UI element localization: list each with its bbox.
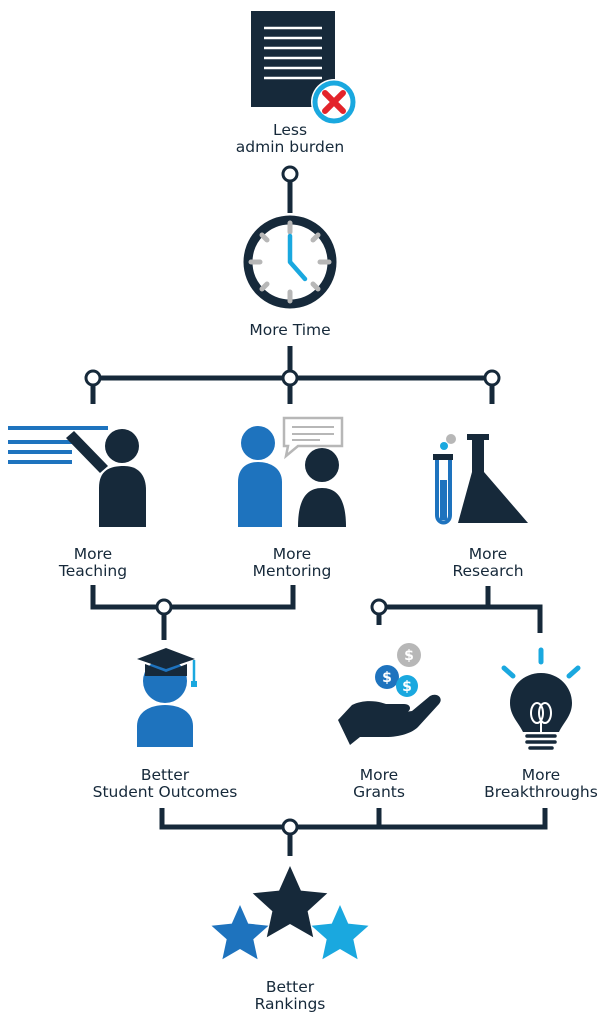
node-circle bbox=[281, 165, 299, 183]
teacher-whiteboard-icon bbox=[8, 426, 146, 527]
document-cancel-icon bbox=[251, 11, 357, 125]
lab-flask-icon bbox=[433, 434, 528, 525]
mentor-chat-icon bbox=[238, 416, 346, 527]
lightbulb-icon bbox=[501, 647, 581, 750]
hand-coins-icon: $ $ $ bbox=[338, 643, 441, 745]
label-teaching: More Teaching bbox=[58, 545, 128, 580]
label-breakthroughs: More Breakthroughs bbox=[484, 766, 598, 801]
label-research: More Research bbox=[452, 545, 524, 580]
connector-nodes bbox=[84, 165, 501, 836]
node-circle bbox=[281, 369, 299, 387]
connector-teach-mentor bbox=[90, 585, 296, 610]
node-circle bbox=[370, 598, 388, 616]
label-time: More Time bbox=[249, 321, 331, 339]
label-admin: Less admin burden bbox=[235, 121, 345, 156]
svg-text:$: $ bbox=[382, 670, 392, 686]
connector-bottom bbox=[159, 808, 548, 830]
connector-research-bar bbox=[379, 604, 543, 633]
node-circle bbox=[84, 369, 102, 387]
stars-icon bbox=[211, 866, 369, 960]
svg-text:$: $ bbox=[404, 648, 414, 664]
label-rankings: Better Rankings bbox=[254, 978, 326, 1013]
node-circle bbox=[281, 818, 299, 836]
node-circle bbox=[155, 598, 173, 616]
svg-text:$: $ bbox=[402, 679, 412, 695]
label-outcomes: Better Student Outcomes bbox=[92, 766, 238, 801]
node-circle bbox=[483, 369, 501, 387]
label-grants: More Grants bbox=[353, 766, 405, 801]
graduate-icon bbox=[137, 648, 197, 747]
clock-icon bbox=[243, 215, 337, 309]
label-mentoring: More Mentoring bbox=[252, 545, 332, 580]
